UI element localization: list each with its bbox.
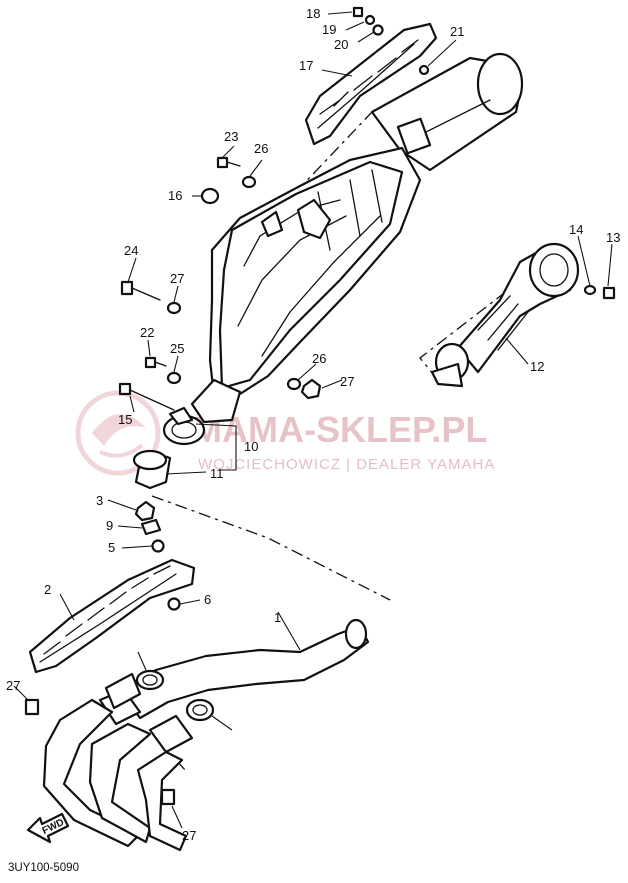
watermark-logo [75,390,161,476]
part-1-exhaust-pipe [42,618,370,852]
callout-17: 21 [450,24,464,39]
callout-23: 26 [312,351,326,366]
callout-8: 12 [530,359,544,374]
callout-19: 23 [224,129,238,144]
diagram-code: 3UY100-5090 [8,862,79,874]
part-7-gasket [132,449,172,490]
callout-26-left: 27 [6,678,20,693]
callout-20: 24 [124,243,138,258]
leader-lines [13,11,613,829]
forward-direction-arrow: FWD [26,812,70,844]
callout-15: 19 [322,22,336,37]
part-8-outlet-pipe [430,242,580,388]
callout-7: 11 [210,466,224,481]
callout-5: 9 [106,518,113,533]
part-6-clamp [162,378,242,446]
callout-4-upper: 5 [108,540,115,555]
part-27-gaskets [135,669,215,722]
callout-16: 20 [334,37,348,52]
callout-24: 27 [170,271,184,286]
callout-4-lower: 6 [204,592,211,607]
callout-11: 15 [118,412,132,427]
watermark-title: MAMA-SKLEP.PL [192,409,487,450]
callout-9: 13 [606,230,620,245]
part-13-heat-guard [304,22,438,146]
callout-labels: 18 19 20 21 17 23 26 16 24 27 22 25 15 2… [6,6,620,843]
callout-26-bottom: 27 [182,828,196,843]
callout-18: 22 [140,325,154,340]
callout-13: 17 [299,58,313,73]
muffler-body [208,146,422,398]
callout-12: 16 [168,188,182,203]
callout-14: 18 [306,6,320,21]
callout-25: 27 [340,374,354,389]
callout-22: 26 [254,141,268,156]
callout-2: 2 [44,582,51,597]
watermark-subtitle: WOJCIECHOWICZ | DEALER YAMAHA [198,456,495,473]
part-2-heat-guard [28,558,196,674]
callout-10: 14 [569,222,583,237]
callout-21: 25 [170,341,184,356]
small-hardware [24,6,616,806]
watermark: MAMA-SKLEP.PL WOJCIECHOWICZ | DEALER YAM… [75,390,495,476]
callout-3: 3 [96,493,103,508]
callout-1: 1 [274,610,281,625]
callout-6: 10 [244,439,258,454]
